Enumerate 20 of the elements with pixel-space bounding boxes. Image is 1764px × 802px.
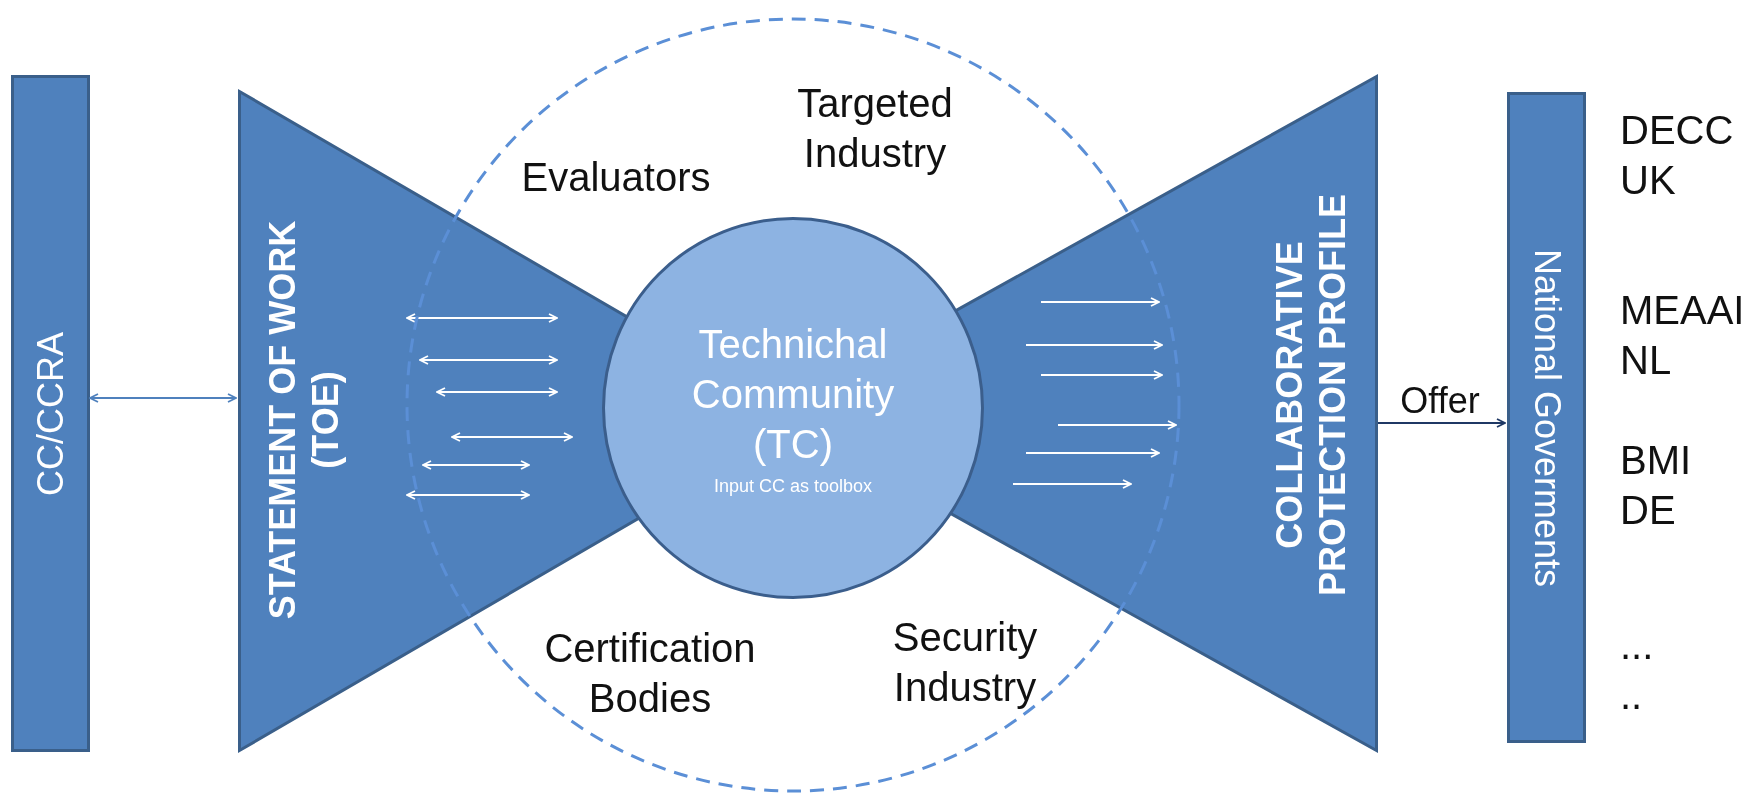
country-label: MEAAI NL [1620, 287, 1745, 384]
side-bar [1507, 92, 1586, 743]
participant-label: Evaluators [520, 154, 712, 201]
participant-label: Targeted Industry [796, 80, 954, 177]
bar-label: National Goverments [1525, 248, 1568, 587]
triangle-label: COLLABORATIVE PROTECTION PROFILE [1267, 193, 1354, 598]
triangle-label: STATEMENT OF WORK (TOE) [260, 219, 347, 622]
country-label: DECC UK [1620, 107, 1734, 204]
bar-label: CC/CCRA [29, 331, 72, 496]
edge-label: Offer [1400, 378, 1480, 423]
circle-subtitle: Input CC as toolbox [713, 474, 873, 498]
country-label: ... [1620, 622, 1654, 669]
side-bar [11, 75, 90, 752]
arrow [89, 393, 237, 403]
participant-label: Security Industry [891, 614, 1039, 711]
arrow [1377, 418, 1506, 428]
circle-title: Technichal Community (TC) [690, 320, 896, 468]
country-label: BMI DE [1620, 437, 1692, 534]
participant-label: Certification Bodies [543, 625, 757, 722]
country-label: .. [1620, 672, 1643, 719]
